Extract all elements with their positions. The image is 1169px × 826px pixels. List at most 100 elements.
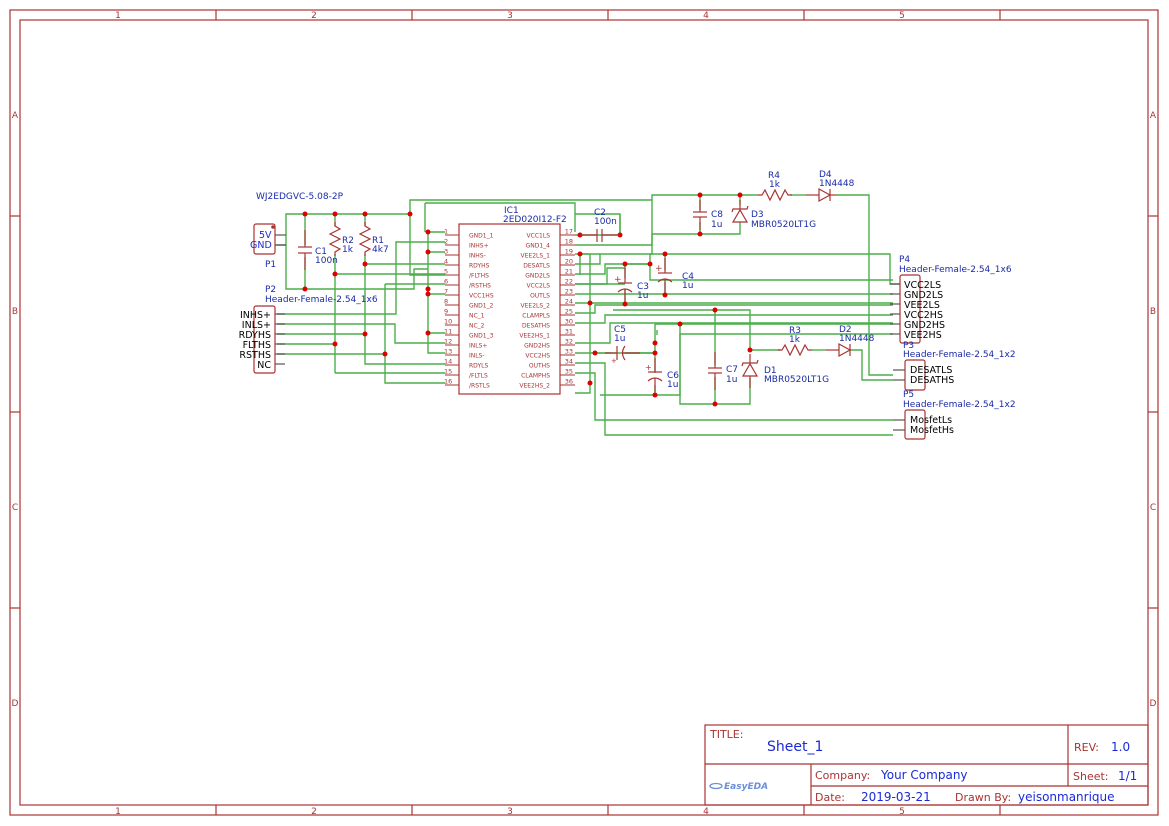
connector-p3[interactable]: P3 Header-Female-2.54_1x2 DESATLS DESATH… (893, 341, 1016, 391)
ic1-pin-number: 15 (444, 368, 452, 376)
p1-pin-5v: 5V (259, 230, 272, 241)
rev-label: REV: (1074, 741, 1099, 754)
ic1-pin-left: 5/FLTHS (444, 268, 489, 280)
diode-d3[interactable]: D3 MBR0520LT1G (731, 200, 816, 230)
r3-value: 1k (789, 335, 801, 345)
title-block: TITLE: Sheet_1 REV: 1.0 Company: Your Co… (704, 724, 1149, 806)
row-label-right: B (1150, 307, 1156, 317)
ic1-pin-name: CLAMPLS (522, 313, 550, 320)
ic1-ref: IC1 (504, 206, 519, 216)
p4-pin-label: GND2LS (904, 290, 943, 301)
connector-p5[interactable]: P5 Header-Female-2.54_1x2 MosfetLs Mosfe… (893, 390, 1016, 440)
ic1-pin-number: 21 (565, 268, 573, 276)
column-label-bottom: 4 (703, 807, 709, 817)
ic1-pin-number: 4 (444, 258, 448, 266)
c6-ref: C6 (667, 371, 679, 381)
connector-p4[interactable]: P4 Header-Female-2.54_1x6 VCC2LS GND2LS … (890, 255, 1012, 344)
row-label-right: C (1150, 503, 1156, 513)
p2-pin-label: INLS+ (242, 320, 271, 331)
row-label-right: A (1150, 111, 1157, 121)
connector-p1[interactable]: WJ2EDGVC-5.08-2P 5V GND P1 (250, 192, 344, 270)
ic1-pin-number: 34 (565, 358, 573, 366)
capacitor-c6[interactable]: + C6 1u (645, 358, 679, 392)
p5-value: Header-Female-2.54_1x2 (903, 400, 1016, 410)
connector-p2[interactable]: P2 Header-Female-2.54_1x6 INHS+ INLS+ RD… (239, 285, 378, 374)
p4-body (899, 274, 921, 344)
d1-ref: D1 (764, 366, 777, 376)
resistor-r3[interactable]: R3 1k (778, 326, 812, 357)
title-block-border (704, 724, 1149, 806)
p2-pin-label: FLTHS (243, 340, 271, 351)
capacitor-c1[interactable]: C1 100n (298, 230, 338, 270)
c7-ref: C7 (726, 365, 738, 375)
capacitor-c5[interactable]: + C5 1u (605, 325, 640, 365)
resistor-r1[interactable]: R1 4k7 (358, 222, 389, 256)
p1-ref: P1 (265, 260, 276, 270)
ic1-pin-name: VCC2HS (525, 353, 550, 360)
ic1-pin-name: OUTLS (530, 293, 550, 300)
ic1-value: 2ED020I12-F2 (503, 215, 567, 225)
column-label-bottom: 5 (899, 807, 905, 817)
resistor-r4[interactable]: R4 1k (758, 171, 792, 202)
p4-pin-label: VEE2LS (904, 300, 940, 311)
ic1-pin-number: 18 (565, 238, 573, 246)
diode-d1[interactable]: D1 MBR0520LT1G (741, 354, 829, 388)
capacitor-c3[interactable]: + C3 1u (614, 268, 649, 302)
capacitor-c8[interactable]: C8 1u (693, 200, 723, 230)
capacitor-c4[interactable]: + C4 1u (655, 258, 694, 293)
p2-pin-leads (275, 313, 285, 365)
ic1-pin-left: 15/FLTLS (444, 368, 488, 380)
p3-value: Header-Female-2.54_1x2 (903, 350, 1016, 360)
ic1-pin-name: VEE2LS_1 (521, 253, 551, 260)
ic1-pin-number: 30 (565, 318, 573, 326)
drawing-frame: 1 2 3 4 5 1 2 3 4 5 A B C D A B C D (9, 9, 1159, 817)
ic1-pin-name: GND1_1 (469, 233, 494, 240)
ic1-pin-name: /FLTHS (469, 273, 489, 280)
column-label-top: 4 (703, 11, 709, 21)
ic1-pin-number: 2 (444, 238, 448, 246)
capacitor-c7[interactable]: C7 1u (708, 352, 738, 390)
p3-ref: P3 (903, 341, 914, 351)
ic1-pin-name: GND2HS (524, 343, 550, 350)
ic1-pin-name: VEE2LS_2 (521, 303, 551, 310)
p2-pin-label: NC (257, 360, 271, 371)
ic-ic1[interactable]: IC1 2ED020I12-F2 1GND1_12INHS+3INHS-4RDY… (444, 206, 575, 395)
ic1-pin-name: INHS+ (469, 243, 489, 250)
easyeda-logo-icon (709, 782, 723, 790)
capacitor-c2[interactable]: C2 100n (580, 208, 620, 242)
company-value: Your Company (880, 768, 968, 782)
diode-d4[interactable]: D4 1N4448 (806, 170, 855, 203)
column-label-bottom: 1 (115, 807, 121, 817)
p4-pin-label: VEE2HS (904, 330, 942, 341)
ic1-pin-number: 5 (444, 268, 448, 276)
diode-d2[interactable]: D2 1N4448 (826, 325, 875, 358)
p5-pin-label: MosfetLs (910, 415, 952, 426)
ic1-pin-name: INLS- (469, 353, 485, 360)
p4-pin-label: VCC2LS (904, 280, 941, 291)
row-label-left: D (12, 699, 19, 709)
p3-pin-label: DESATHS (910, 375, 954, 386)
r4-ref: R4 (768, 171, 780, 181)
p1-value: WJ2EDGVC-5.08-2P (256, 192, 344, 202)
c4-polarity: + (655, 264, 663, 274)
p5-body (904, 409, 926, 440)
ic1-pin-name: CLAMPHS (521, 373, 550, 380)
d4-value: 1N4448 (819, 179, 855, 189)
c4-value: 1u (682, 281, 693, 291)
resistor-r2[interactable]: R2 1k (328, 222, 354, 256)
p1-body (253, 223, 276, 255)
column-dividers (215, 10, 1001, 815)
